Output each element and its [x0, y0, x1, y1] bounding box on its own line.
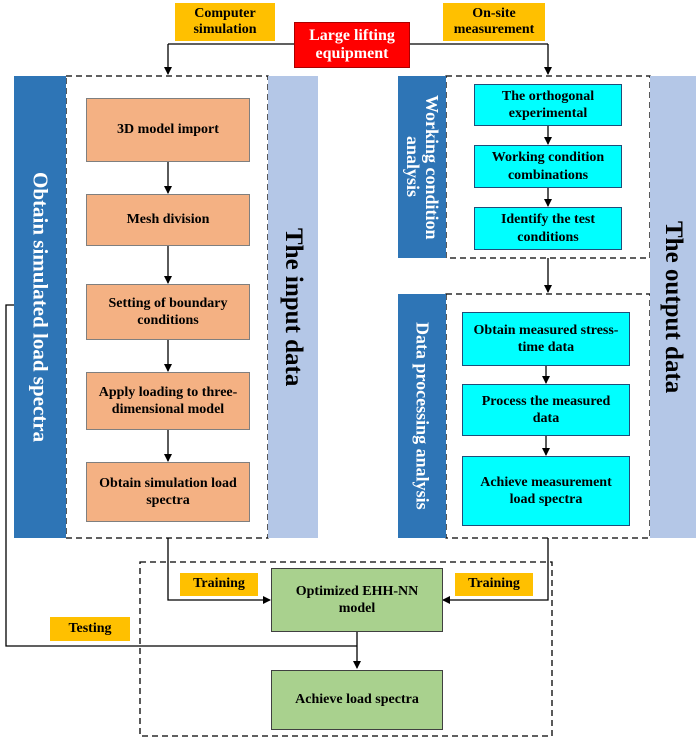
testing-label: Testing — [50, 617, 130, 641]
result-box: Achieve load spectra — [271, 670, 443, 730]
training-left-label: Training — [180, 573, 258, 596]
output-band: The output data — [650, 76, 696, 538]
sim-step-3: Setting of boundary conditions — [86, 284, 250, 340]
left-band: Obtain simulated load spectra — [14, 76, 66, 538]
work-step-1: The orthogonal experimental — [474, 84, 622, 126]
work-step-2: Working condition combinations — [474, 145, 622, 188]
on-site-measurement-label: On-site measurement — [443, 3, 545, 41]
sim-step-1: 3D model import — [86, 98, 250, 162]
work-step-3: Identify the test conditions — [474, 207, 622, 250]
sim-step-4: Apply loading to three-dimensional model — [86, 372, 250, 430]
input-band: The input data — [268, 76, 318, 538]
data-step-2: Process the measured data — [462, 384, 630, 436]
computer-simulation-label: Computer simulation — [175, 3, 275, 41]
data-band: Data processing analysis — [398, 294, 446, 538]
output-band-label: The output data — [660, 220, 687, 394]
training-right-line — [442, 538, 549, 604]
bottom-dashed-frame — [139, 561, 553, 737]
data-band-label: Data processing analysis — [412, 322, 433, 510]
training-left-line — [167, 538, 271, 604]
working-band: Working condition analysis — [398, 76, 446, 258]
left-band-label: Obtain simulated load spectra — [28, 171, 53, 443]
model-box: Optimized EHH-NN model — [271, 568, 443, 632]
data-step-1: Obtain measured stress-time data — [462, 312, 630, 366]
input-band-label: The input data — [280, 227, 307, 387]
data-step-3: Achieve measurement load spectra — [462, 456, 630, 526]
working-band-label: Working condition analysis — [403, 94, 442, 240]
sim-step-2: Mesh division — [86, 194, 250, 246]
sim-step-5: Obtain simulation load spectra — [86, 462, 250, 522]
title-box: Large lifting equipment — [294, 22, 410, 68]
training-right-label: Training — [455, 573, 533, 596]
